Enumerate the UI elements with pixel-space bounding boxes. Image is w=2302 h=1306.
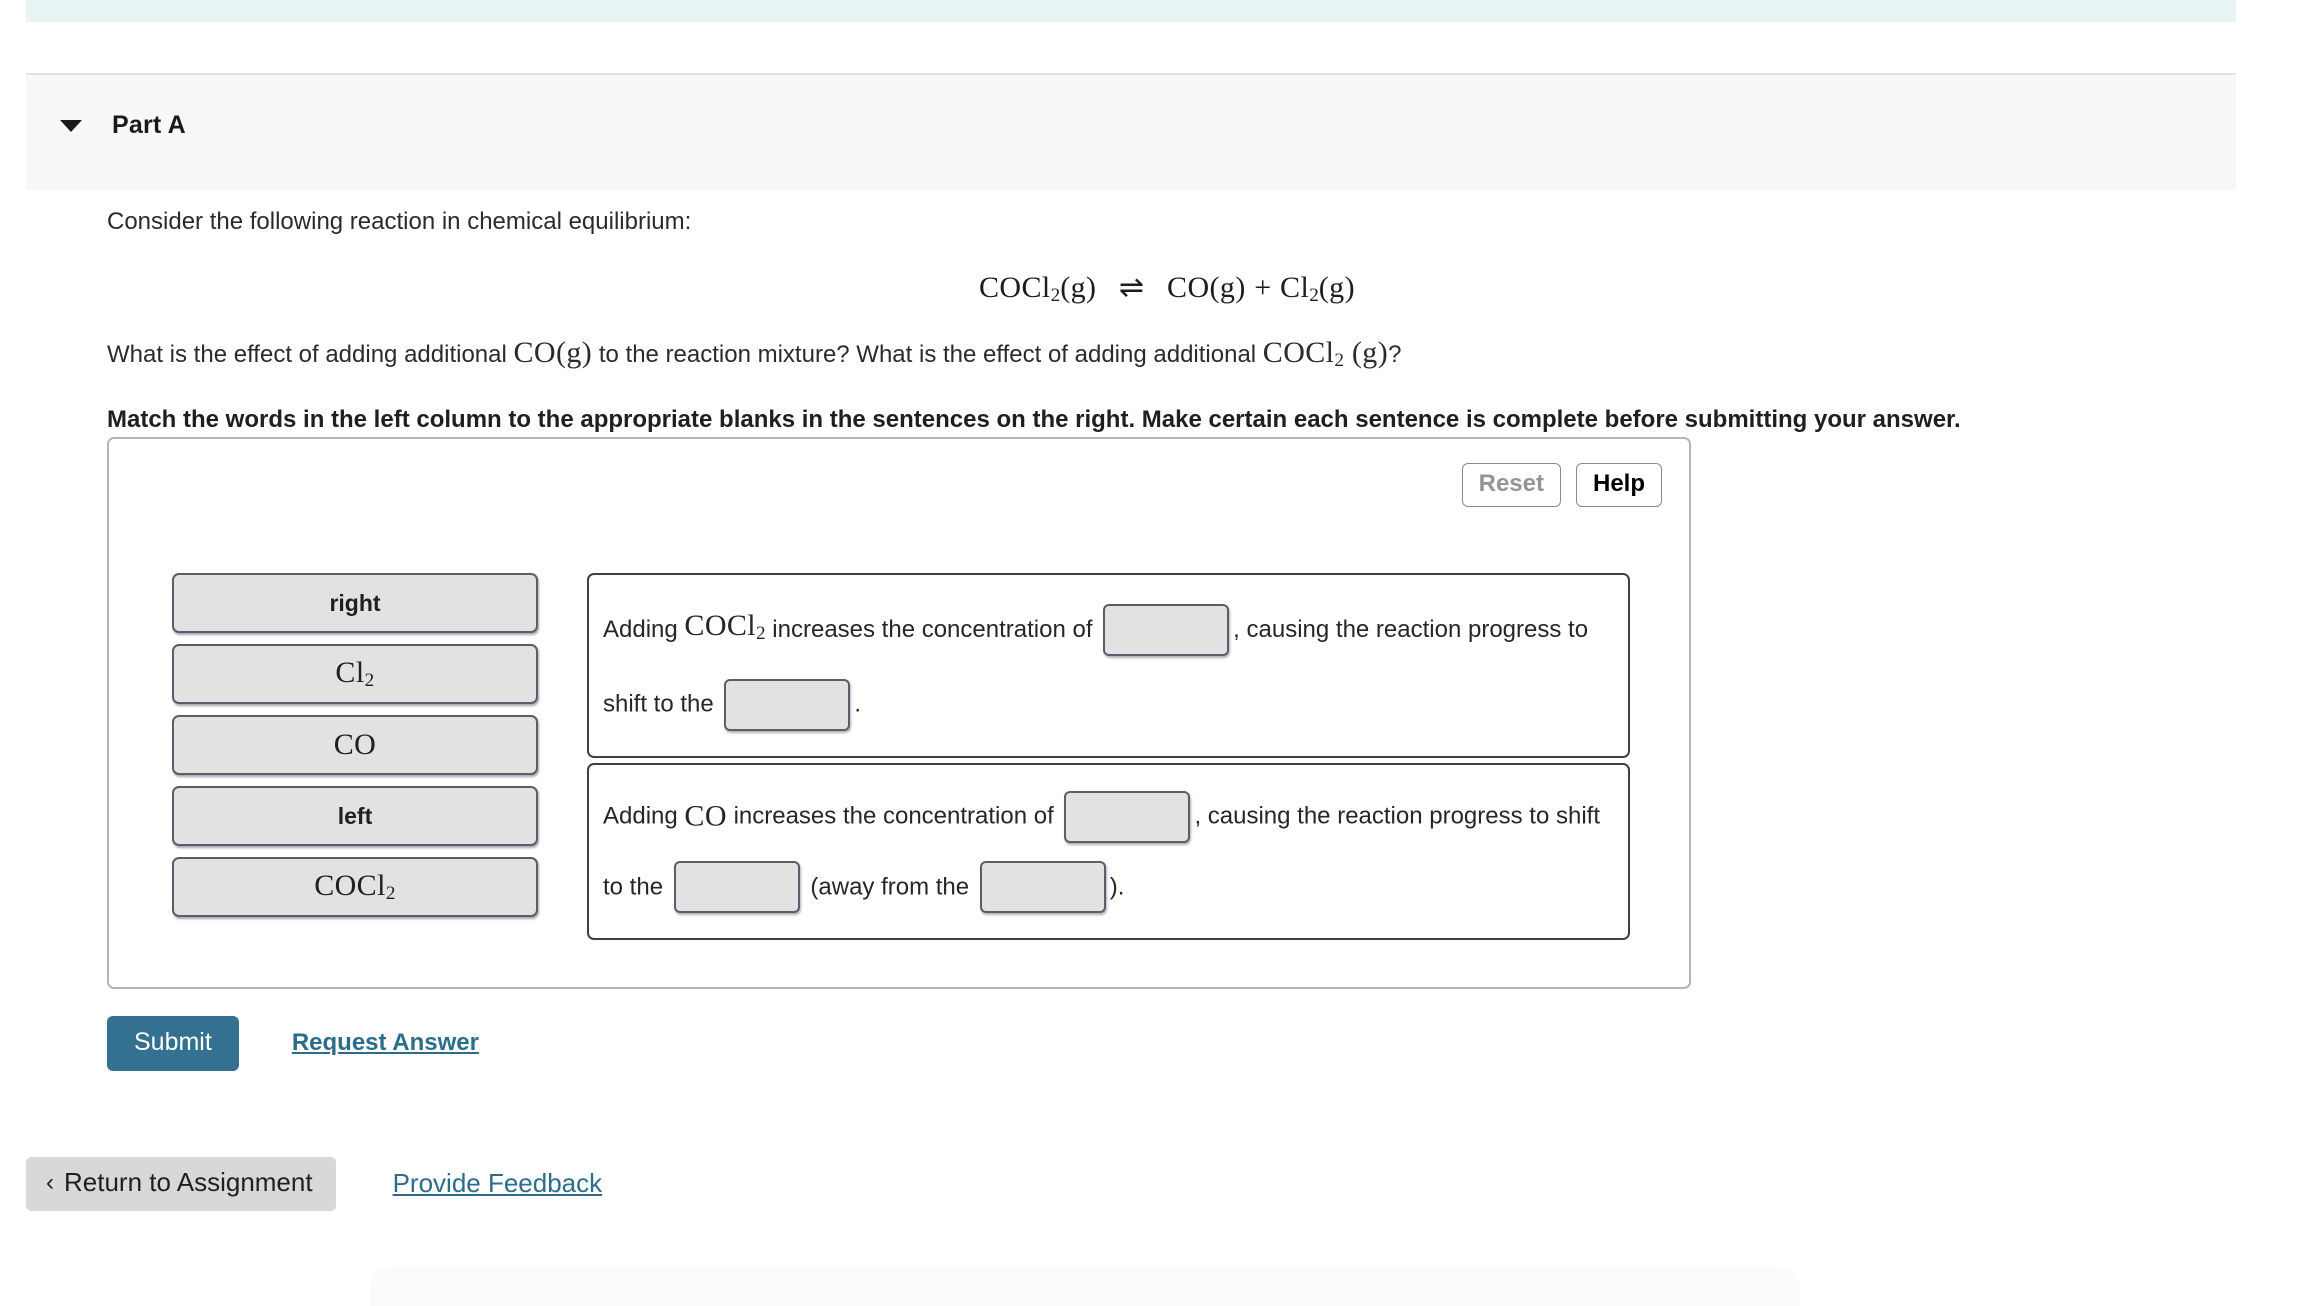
question-species-co: CO(g): [513, 335, 593, 369]
sentence2-species: CO: [684, 799, 727, 833]
matching-answer-panel: Reset Help right Cl2 CO left COCl2 Addin…: [107, 437, 1691, 989]
page-title: Part A: [112, 111, 186, 139]
word-tile-right[interactable]: right: [172, 573, 538, 633]
sentence-box-2: Adding CO increases the concentration of…: [587, 762, 1630, 941]
top-accent-band: [26, 0, 2236, 22]
intro-text: Consider the following reaction in chemi…: [107, 208, 692, 235]
bottom-panel-edge: [370, 1266, 1800, 1306]
word-tile-label: CO: [333, 728, 377, 761]
sentence2-segment-2: increases the concentration of: [733, 802, 1054, 830]
question-segment-2: to the reaction mixture? What is the eff…: [598, 340, 1257, 368]
equilibrium-arrow-icon: ⇌: [1118, 271, 1145, 305]
sentence-dropzones: Adding COCl2 increases the concentration…: [587, 573, 1630, 941]
question-species-cocl2: COCl2 (g): [1262, 335, 1389, 371]
equation-reactant: COCl2(g): [979, 271, 1097, 307]
draggable-word-bank: right Cl2 CO left COCl2: [172, 573, 538, 928]
sentence2-segment-3: , causing the reaction progress: [1194, 802, 1523, 830]
return-to-assignment-label: Return to Assignment: [64, 1167, 313, 1197]
question-mark: ?: [1388, 340, 1402, 368]
panel-toolbar: Reset Help: [1461, 463, 1662, 507]
drop-slot-2c[interactable]: [979, 861, 1106, 914]
drop-slot-2a[interactable]: [1064, 790, 1191, 843]
return-to-assignment-button[interactable]: ‹ Return to Assignment: [26, 1157, 336, 1211]
drop-slot-2b[interactable]: [673, 861, 800, 914]
sentence1-segment-1: Adding: [603, 616, 678, 644]
sentence1-segment-4: progress to shift to the: [603, 616, 1589, 718]
part-a-header[interactable]: Part A: [26, 73, 2236, 190]
sentence2-segment-1: Adding: [603, 802, 678, 830]
drop-slot-1a[interactable]: [1103, 604, 1230, 657]
sentence1-segment-5: .: [854, 690, 862, 718]
equation-plus: +: [1254, 271, 1272, 305]
word-tile-cl2[interactable]: Cl2: [172, 644, 538, 704]
equation-product-2: Cl2(g): [1280, 271, 1355, 307]
caret-down-icon[interactable]: [60, 119, 82, 132]
drop-slot-1b[interactable]: [724, 678, 851, 731]
chevron-left-icon: ‹: [46, 1168, 54, 1196]
sentence1-species: COCl2: [684, 609, 766, 645]
sentence2-segment-6: ).: [1109, 873, 1125, 901]
request-answer-link[interactable]: Request Answer: [291, 1029, 479, 1057]
submit-button[interactable]: Submit: [107, 1016, 239, 1071]
word-tile-label: left: [337, 802, 373, 829]
word-tile-cocl2[interactable]: COCl2: [172, 857, 538, 917]
question-segment-1: What is the effect of adding additional: [107, 340, 507, 368]
page-footer: ‹ Return to Assignment Provide Feedback: [26, 1157, 602, 1211]
word-tile-label: right: [329, 589, 381, 616]
reset-button[interactable]: Reset: [1461, 463, 1561, 507]
chemical-equation: COCl2(g) ⇌ CO(g) + Cl2(g): [107, 268, 2227, 307]
word-tile-co[interactable]: CO: [172, 715, 538, 775]
sentence1-segment-3: , causing the reaction: [1233, 616, 1462, 644]
word-tile-label: COCl2: [314, 868, 396, 905]
help-button[interactable]: Help: [1575, 463, 1662, 507]
instruction-text: Match the words in the left column to th…: [107, 405, 1961, 433]
sentence1-segment-2: increases the concentration of: [772, 616, 1093, 644]
provide-feedback-link[interactable]: Provide Feedback: [392, 1168, 603, 1199]
sentence2-segment-4: to shift to the: [603, 802, 1600, 901]
word-tile-label: Cl2: [335, 655, 375, 692]
equation-product-1: CO(g): [1167, 271, 1246, 305]
question-content: Consider the following reaction in chemi…: [107, 206, 2227, 436]
word-tile-left[interactable]: left: [172, 786, 538, 846]
action-row: Submit Request Answer: [107, 1016, 479, 1071]
sentence-box-1: Adding COCl2 increases the concentration…: [587, 573, 1630, 758]
sentence2-segment-5: (away from the: [810, 873, 970, 901]
question-text: What is the effect of adding additional …: [107, 330, 2227, 376]
